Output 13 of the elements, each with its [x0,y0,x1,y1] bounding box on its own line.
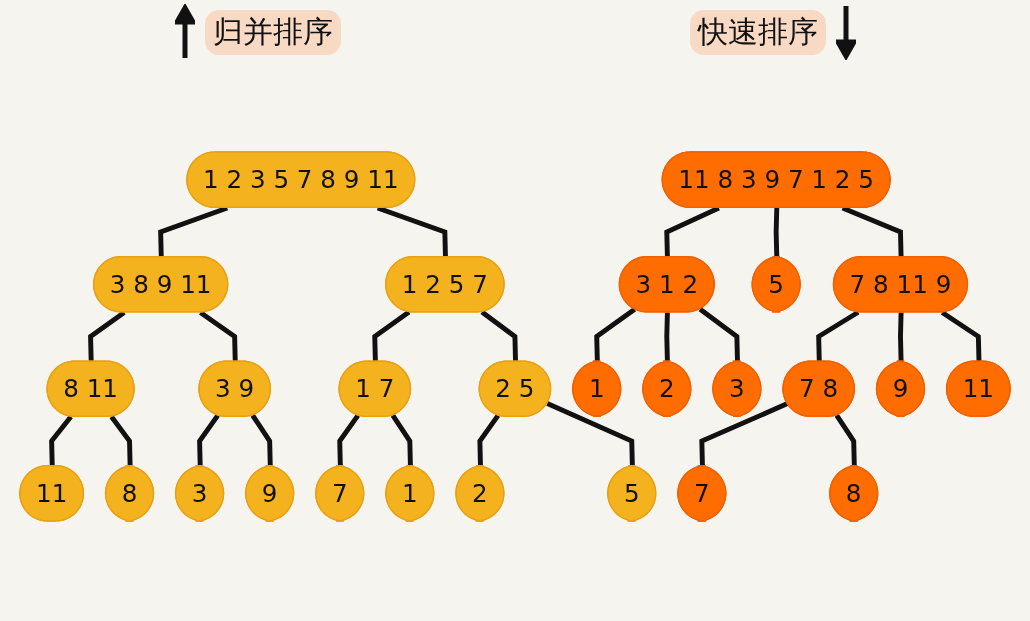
connector [594,307,637,362]
heading: 快速排序 [689,9,826,55]
connector [698,307,740,362]
connector [898,312,904,362]
connector [816,310,860,362]
connector [49,415,73,467]
connector [480,310,518,362]
heading: 归并排序 [204,9,341,55]
connector [664,312,670,362]
connector [372,310,411,362]
connector [940,310,982,362]
connector [88,310,126,362]
connector [199,310,238,362]
